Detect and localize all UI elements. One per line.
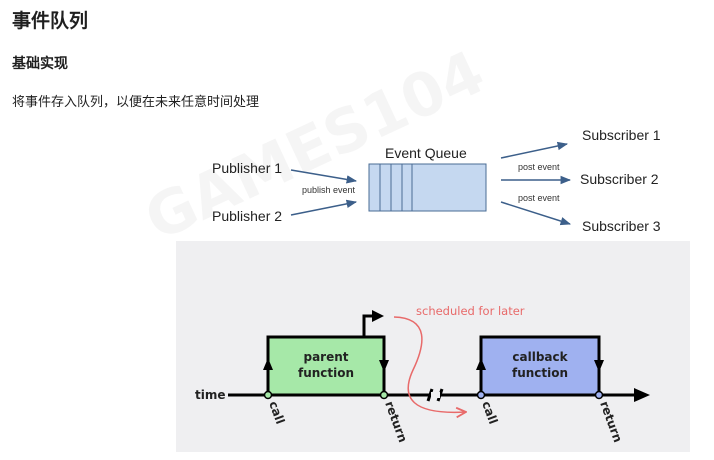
callback-function-label: callback <box>512 350 568 364</box>
publisher-1: Publisher 1 <box>212 160 282 176</box>
break-mark <box>426 388 434 402</box>
timeline-diagram: scheduled for later time parent function… <box>176 241 690 452</box>
subscriber-3: Subscriber 3 <box>582 218 661 234</box>
post-event-label: post event <box>518 193 560 203</box>
post-arrow-1 <box>500 141 569 159</box>
publish-event-label: publish event <box>302 185 356 195</box>
call-point <box>263 390 273 400</box>
publish-arrow-1 <box>290 169 358 184</box>
time-label: time <box>195 388 226 402</box>
section-heading: 基础实现 <box>12 56 68 72</box>
publisher-2: Publisher 2 <box>212 208 282 224</box>
description-text: 将事件存入队列，以便在未来任意时间处理 <box>12 95 260 110</box>
callback-function-label: function <box>512 366 568 380</box>
down-arrow-icon <box>379 360 389 372</box>
diagram-panel <box>176 241 690 452</box>
post-arrow-3 <box>500 201 572 226</box>
callback-function-box <box>481 337 599 395</box>
schedule-arrow <box>362 314 373 337</box>
page-heading: 事件队列 <box>12 10 89 32</box>
up-arrow-icon <box>263 358 273 370</box>
event-queue-title: Event Queue <box>385 145 467 161</box>
down-arrow-icon <box>594 360 604 372</box>
parent-function-label: function <box>298 366 354 380</box>
subscriber-2: Subscriber 2 <box>580 171 659 187</box>
event-queue-diagram: Event Queue Publisher 1 Publisher 2 publ… <box>212 127 661 234</box>
up-arrow-icon <box>476 358 486 370</box>
return-point <box>594 390 604 400</box>
scheduled-label: scheduled for later <box>416 304 525 318</box>
parent-function-box <box>268 337 384 395</box>
parent-function-label: parent <box>303 350 348 364</box>
queue-box <box>368 163 487 212</box>
scheduled-arrow <box>393 316 466 412</box>
post-event-label: post event <box>518 162 560 172</box>
call-point <box>476 390 486 400</box>
subscriber-1: Subscriber 1 <box>582 127 661 143</box>
publish-arrow-2 <box>290 199 358 216</box>
return-point <box>379 390 389 400</box>
